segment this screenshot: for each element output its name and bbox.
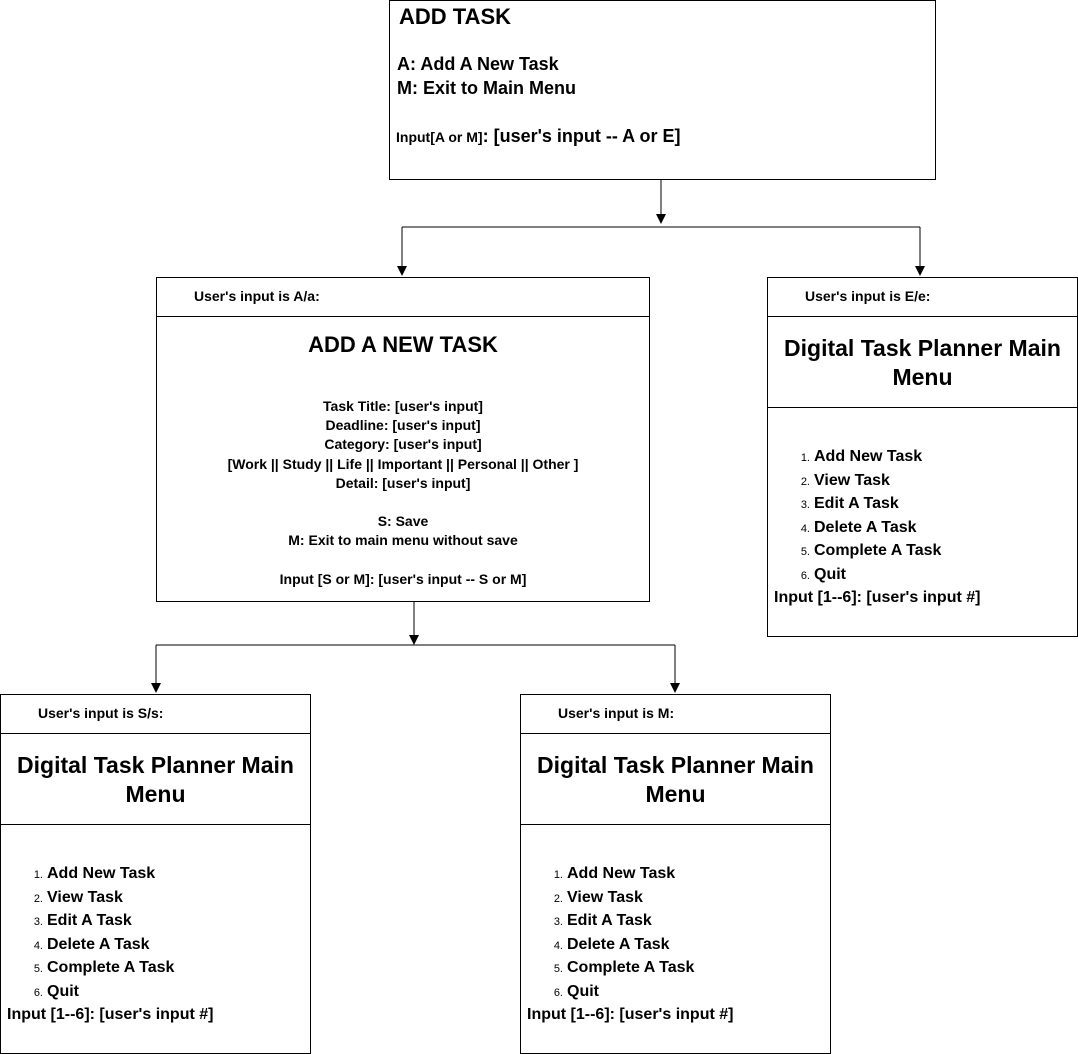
task-field-category: Category: [user's input] (324, 436, 482, 453)
menu-item-number: 3. (800, 499, 810, 512)
menu-item-label: View Task (47, 888, 123, 906)
branch-s-menu-prompt: Input [1--6]: [user's input #] (7, 1006, 214, 1023)
branch-s-menu-item: 1. Add New Task (23, 863, 174, 887)
menu-item-number: 4. (553, 939, 563, 952)
menu-item-number: 5. (553, 963, 563, 976)
branch-e-header: User's input is E/e: (767, 277, 1078, 317)
menu-item-label: Add New Task (814, 448, 923, 465)
branch-s-menu-item: 3. Edit A Task (23, 910, 174, 934)
option-add-new-task: A: Add A New Task (397, 54, 559, 74)
branch-s-menu-item: 6. Quit (23, 981, 174, 1005)
branch-s-header: User's input is S/s: (0, 694, 311, 734)
menu-item-label: Edit A Task (567, 912, 652, 930)
branch-m-menu-item: 2. View Task (543, 887, 694, 911)
branch-e-menu-body: 1. Add New Task 2. View Task 3. Edit A Task… (767, 407, 1078, 637)
menu-item-number: 2. (800, 475, 810, 488)
option-save: S: Save (377, 513, 429, 529)
menu-item-label: Quit (814, 565, 846, 583)
branch-e-menu-prompt: Input [1--6]: [user's input #] (774, 589, 981, 606)
menu-item-number: 3. (553, 916, 563, 929)
branch-e-menu-title: Digital Task Planner Main Menu (784, 335, 1061, 390)
branch-e-menu-item: 2. View Task (790, 470, 941, 494)
save-options: S: Save M: Exit to main menu without sav… (157, 512, 649, 550)
branch-m-menu-item: 5. Complete A Task (543, 957, 695, 981)
menu-item-label: Complete A Task (567, 959, 695, 977)
menu-item-number: 1. (553, 869, 563, 881)
menu-item-number: 5. (800, 546, 810, 559)
menu-item-number: 6. (800, 569, 810, 582)
menu-item-label: View Task (814, 471, 890, 489)
add-task-box: ADD TASK A: Add A New Task M: Exit to Ma… (389, 0, 936, 180)
task-field-detail: Detail: [user's input] (335, 474, 471, 491)
menu-item-number: 2. (33, 892, 43, 905)
save-prompt-text: Input [S or M]: [user's input -- S or M] (279, 571, 527, 587)
branch-a-header: User's input is A/a: (156, 277, 650, 317)
branch-s-menu-title: Digital Task Planner Main Menu (17, 752, 294, 807)
branch-s-menu-item: 4. Delete A Task (23, 934, 174, 958)
branch-e-menu-item: 5. Complete A Task (790, 540, 942, 564)
branch-s-menu-title-box: Digital Task Planner Main Menu (0, 733, 311, 825)
branch-e-menu-list: 1. Add New Task 2. View Task 3. Edit A Task… (790, 446, 942, 588)
add-task-title: ADD TASK (399, 4, 512, 29)
menu-item-number: 6. (553, 986, 563, 999)
branch-m-menu-title-box: Digital Task Planner Main Menu (520, 733, 831, 825)
add-task-prompt: Input[A or M]: [user's input -- A or E] (396, 126, 681, 147)
branch-s-menu-item: 2. View Task (23, 887, 174, 911)
task-field-list: Task Title: [user's input] Deadline: [us… (157, 397, 649, 493)
branch-s-menu-body: 1. Add New Task 2. View Task 3. Edit A Task… (0, 824, 311, 1054)
menu-item-label: Quit (47, 982, 79, 1000)
menu-item-label: Complete A Task (814, 542, 942, 560)
branch-e-menu-item: 4. Delete A Task (790, 517, 941, 541)
branch-m-header-label: User's input is M: (558, 705, 675, 721)
option-exit-main-menu: M: Exit to Main Menu (397, 78, 576, 98)
task-category-options: [Work || Study || Life || Important || P… (227, 455, 579, 472)
menu-item-label: View Task (567, 888, 643, 906)
menu-item-number: 5. (33, 963, 43, 976)
add-new-task-title: ADD A NEW TASK (308, 332, 498, 357)
branch-m-menu-item: 4. Delete A Task (543, 934, 694, 958)
branch-e-menu-item: 6. Quit (790, 564, 941, 588)
branch-e-menu-item: 3. Edit A Task (790, 493, 941, 517)
save-prompt: Input [S or M]: [user's input -- S or M] (157, 570, 649, 589)
task-field-deadline: Deadline: [user's input] (325, 417, 481, 434)
option-exit-without-save: M: Exit to main menu without save (288, 532, 518, 549)
branch-s-menu-list: 1. Add New Task 2. View Task 3. Edit A Task… (23, 863, 175, 1005)
menu-item-number: 2. (553, 892, 563, 905)
menu-item-number: 4. (33, 939, 43, 952)
branch-e-menu-item: 1. Add New Task (790, 446, 941, 470)
menu-item-number: 4. (800, 522, 810, 535)
branch-m-menu-prompt: Input [1--6]: [user's input #] (527, 1006, 734, 1023)
menu-item-number: 3. (33, 916, 43, 929)
branch-e-header-label: User's input is E/e: (805, 288, 931, 304)
menu-item-label: Add New Task (567, 865, 676, 882)
add-task-prompt-label: Input[A or M] (396, 129, 483, 145)
branch-m-menu-title: Digital Task Planner Main Menu (537, 752, 814, 807)
menu-item-label: Add New Task (47, 865, 156, 882)
branch-s-header-label: User's input is S/s: (38, 705, 164, 721)
add-new-task-box: ADD A NEW TASK Task Title: [user's input… (156, 316, 650, 602)
branch-a-header-label: User's input is A/a: (194, 288, 320, 304)
branch-m-menu-item: 6. Quit (543, 981, 694, 1005)
branch-m-header: User's input is M: (520, 694, 831, 734)
branch-m-menu-list: 1. Add New Task 2. View Task 3. Edit A Task… (543, 863, 695, 1005)
menu-item-number: 6. (33, 986, 43, 999)
menu-item-label: Delete A Task (567, 935, 670, 953)
menu-item-number: 1. (800, 452, 810, 464)
menu-item-label: Delete A Task (47, 935, 150, 953)
branch-m-menu-item: 3. Edit A Task (543, 910, 694, 934)
menu-item-label: Complete A Task (47, 959, 175, 977)
branch-m-menu-body: 1. Add New Task 2. View Task 3. Edit A Task… (520, 824, 831, 1054)
branch-s-menu-item: 5. Complete A Task (23, 957, 175, 981)
menu-item-number: 1. (33, 869, 43, 881)
branch-e-menu-title-box: Digital Task Planner Main Menu (767, 316, 1078, 408)
menu-item-label: Edit A Task (47, 912, 132, 930)
menu-item-label: Quit (567, 982, 599, 1000)
menu-item-label: Edit A Task (814, 495, 899, 513)
branch-m-menu-item: 1. Add New Task (543, 863, 694, 887)
task-field-title: Task Title: [user's input] (323, 398, 483, 414)
add-task-prompt-value: : [user's input -- A or E] (482, 126, 681, 146)
menu-item-label: Delete A Task (814, 518, 917, 536)
